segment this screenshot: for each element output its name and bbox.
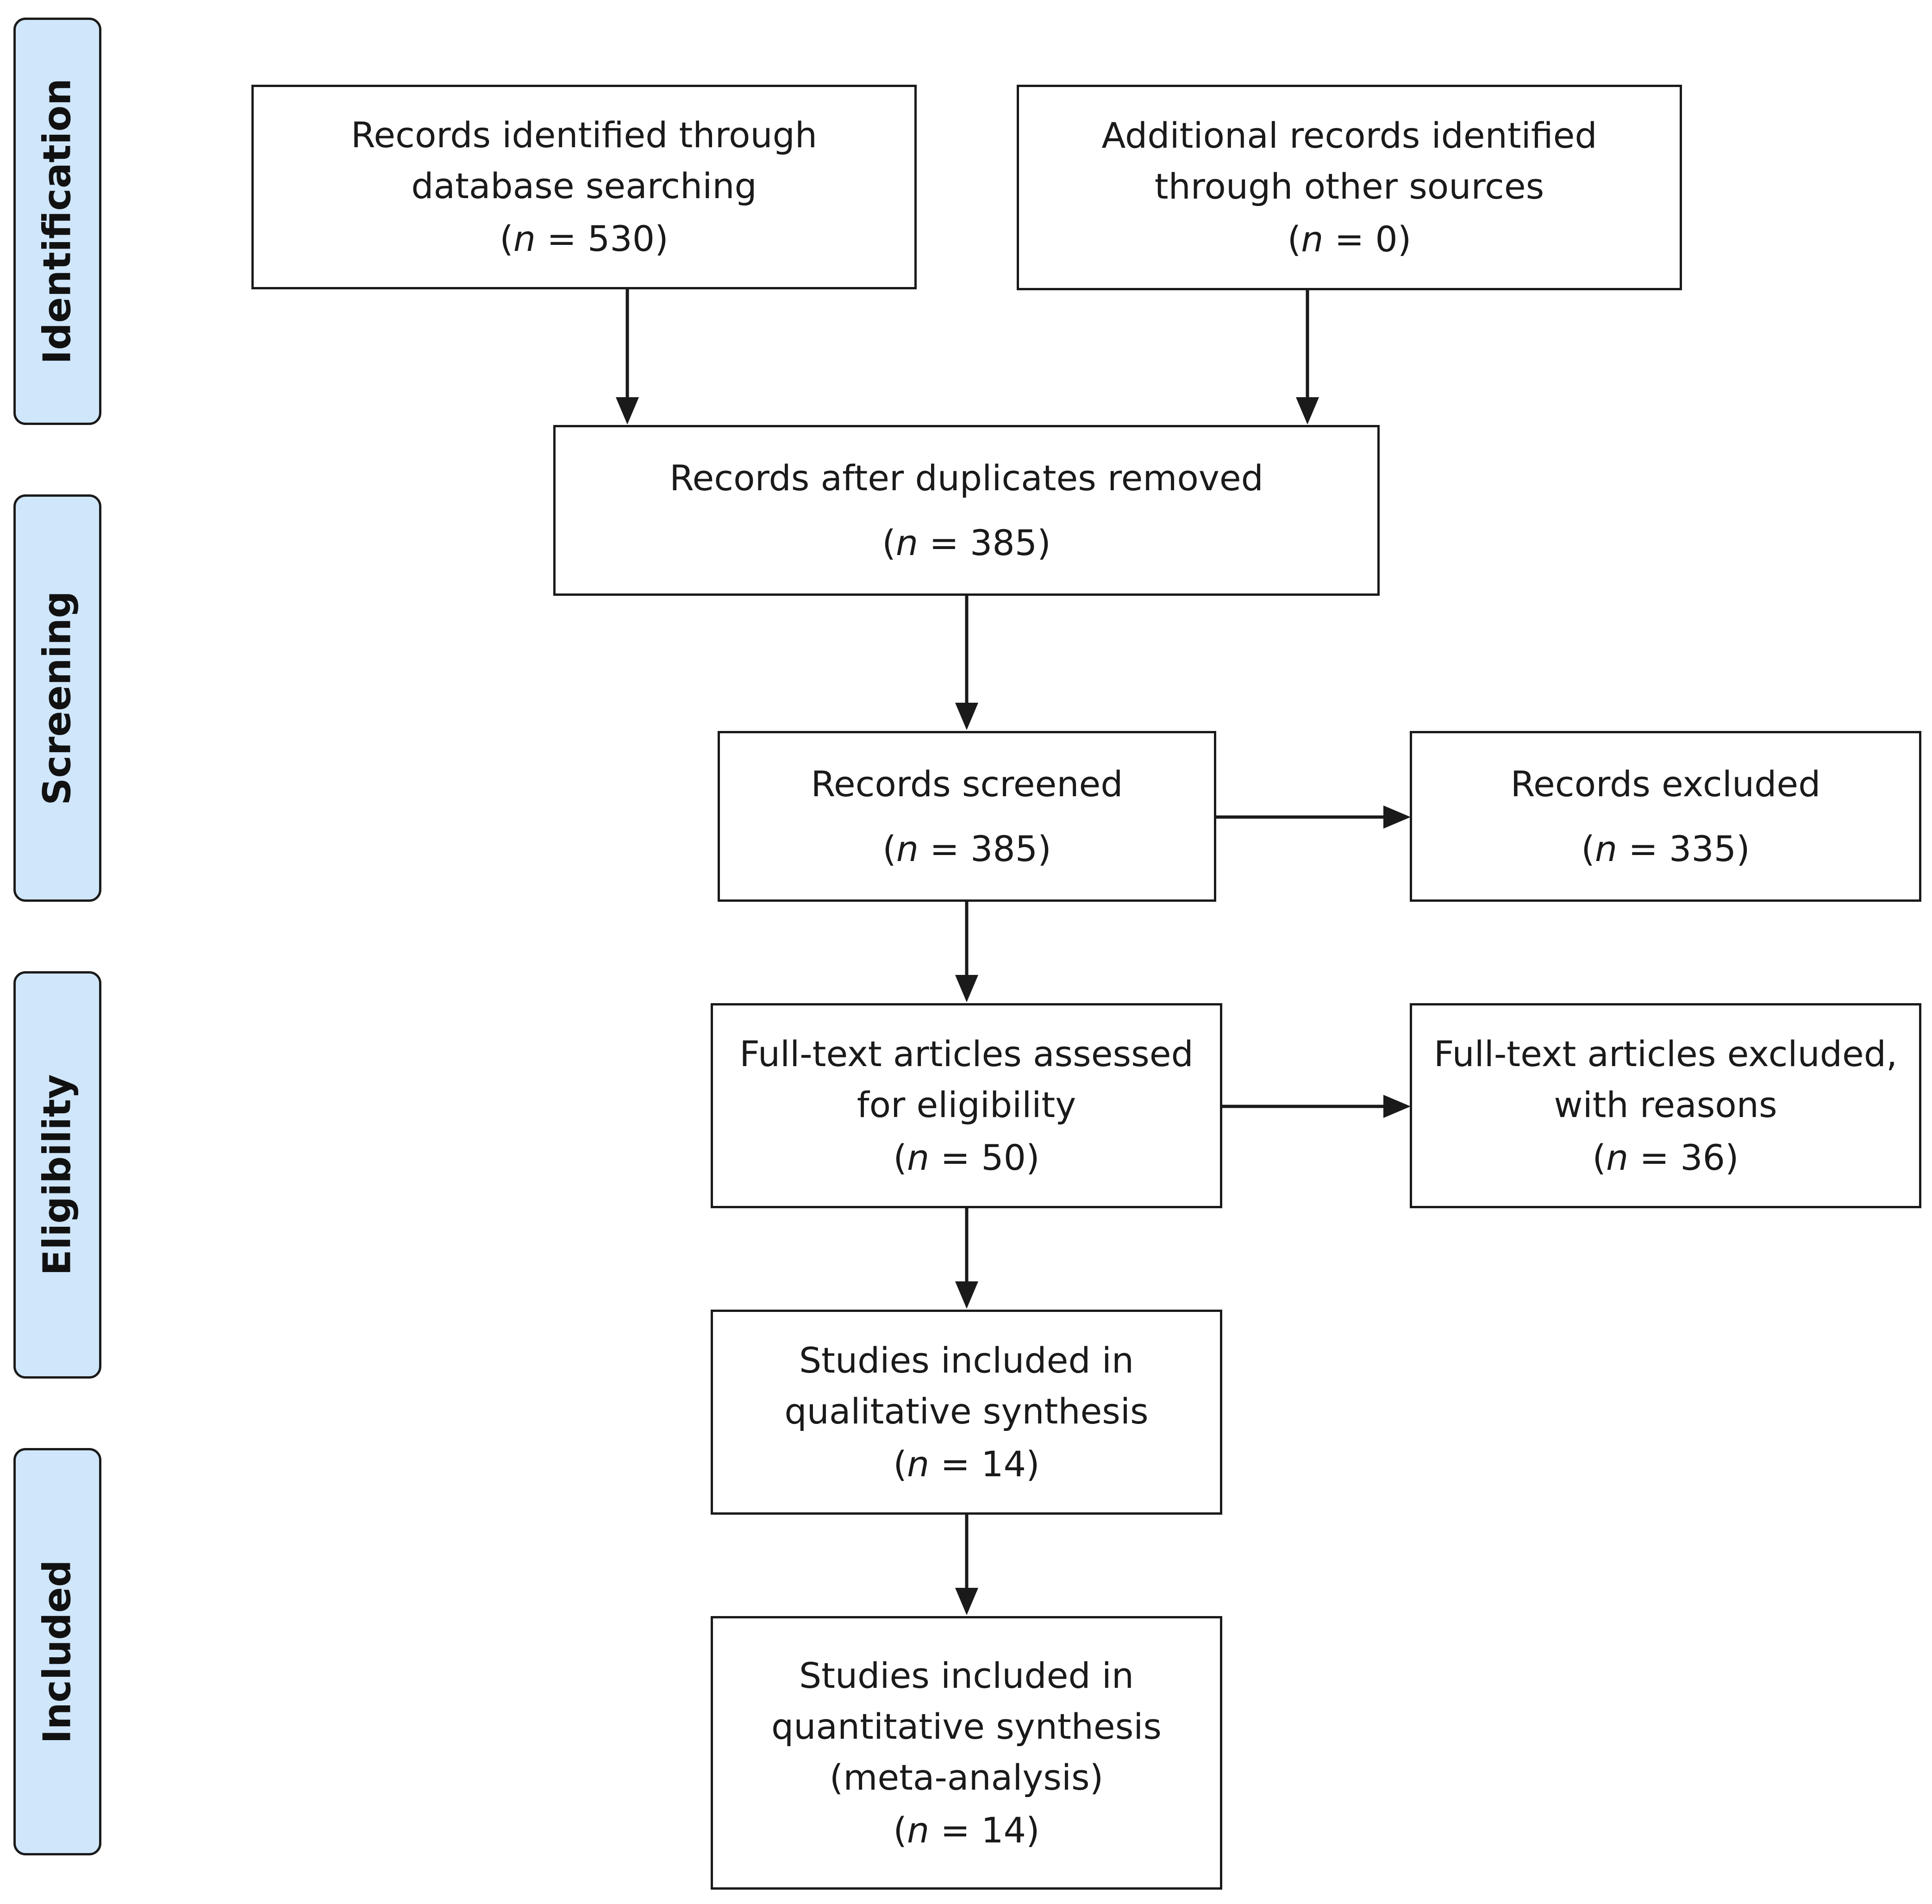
box-quantitative-synthesis: Studies included in quantitative synthes…: [711, 1616, 1222, 1890]
n-symbol: n: [895, 522, 919, 563]
box-text-line: Records screened: [811, 763, 1123, 805]
box-text-line: Studies included in: [799, 1654, 1134, 1696]
n-symbol: n: [1594, 828, 1618, 869]
box-fulltext-assessed: Full-text articles assessed for eligibil…: [711, 1003, 1222, 1208]
count-value: 0: [1375, 218, 1398, 260]
n-symbol: n: [907, 1809, 930, 1851]
count-label: (n = 14): [893, 1443, 1040, 1485]
box-fulltext-excluded: Full-text articles excluded, with reason…: [1410, 1003, 1921, 1208]
box-text-line: Records excluded: [1510, 763, 1821, 805]
count-label: (n = 36): [1592, 1136, 1739, 1178]
count-value: 385: [970, 522, 1038, 563]
arrowhead-fulltext-excluded: [1383, 1095, 1411, 1118]
box-records-excluded: Records excluded (n = 335): [1410, 731, 1921, 902]
stage-tab-included: Included: [13, 1448, 101, 1855]
arrowhead-database: [616, 397, 639, 424]
box-qualitative-synthesis: Studies included in qualitative synthesi…: [711, 1310, 1222, 1515]
box-text-line: Records identified through: [350, 114, 818, 156]
box-records-screened: Records screened (n = 385): [718, 731, 1216, 902]
box-text-line: database searching: [411, 165, 757, 206]
arrowhead-other: [1296, 397, 1319, 424]
box-text-line: Full-text articles excluded,: [1433, 1033, 1898, 1074]
box-text-line: (meta-analysis): [829, 1756, 1104, 1798]
count-label: (n = 530): [500, 218, 669, 259]
arrowhead-fulltext: [955, 1281, 978, 1309]
box-other-records: Additional records identified through ot…: [1017, 85, 1682, 290]
box-text-line: for eligibility: [857, 1084, 1076, 1125]
count-value: 385: [970, 828, 1038, 869]
count-label: (n = 335): [1581, 828, 1750, 869]
n-symbol: n: [907, 1136, 930, 1178]
box-text-line: Records after duplicates removed: [669, 457, 1263, 499]
arrowhead-screened-excluded: [1383, 805, 1411, 829]
count-value: 14: [981, 1809, 1026, 1851]
box-text-line: quantitative synthesis: [771, 1705, 1162, 1747]
count-value: 50: [981, 1136, 1026, 1178]
n-symbol: n: [513, 218, 536, 259]
box-text-line: through other sources: [1154, 166, 1544, 207]
count-label: (n = 385): [882, 522, 1051, 563]
count-value: 335: [1669, 828, 1737, 869]
count-label: (n = 0): [1287, 218, 1412, 260]
count-value: 14: [981, 1443, 1026, 1485]
count-label: (n = 385): [882, 828, 1051, 869]
box-text-line: qualitative synthesis: [784, 1390, 1149, 1432]
n-symbol: n: [1301, 218, 1324, 260]
count-label: (n = 50): [893, 1136, 1040, 1178]
count-label: (n = 14): [893, 1809, 1040, 1851]
box-text-line: Additional records identified: [1101, 115, 1597, 156]
n-symbol: n: [896, 828, 919, 869]
stage-tab-identification: Identification: [13, 18, 101, 425]
box-text-line: with reasons: [1554, 1084, 1777, 1125]
arrowhead-qualitative: [955, 1588, 978, 1615]
n-symbol: n: [907, 1443, 930, 1485]
stage-tab-eligibility: Eligibility: [13, 971, 101, 1379]
stage-tab-screening: Screening: [13, 494, 101, 902]
arrowhead-duplicates: [955, 703, 978, 730]
count-value: 36: [1680, 1136, 1725, 1178]
box-duplicates-removed: Records after duplicates removed (n = 38…: [553, 425, 1380, 596]
box-database-records: Records identified through database sear…: [251, 85, 917, 289]
arrowhead-screened: [955, 975, 978, 1002]
n-symbol: n: [1606, 1136, 1629, 1178]
box-text-line: Studies included in: [799, 1339, 1134, 1381]
count-value: 530: [588, 218, 655, 259]
box-text-line: Full-text articles assessed: [739, 1033, 1194, 1074]
